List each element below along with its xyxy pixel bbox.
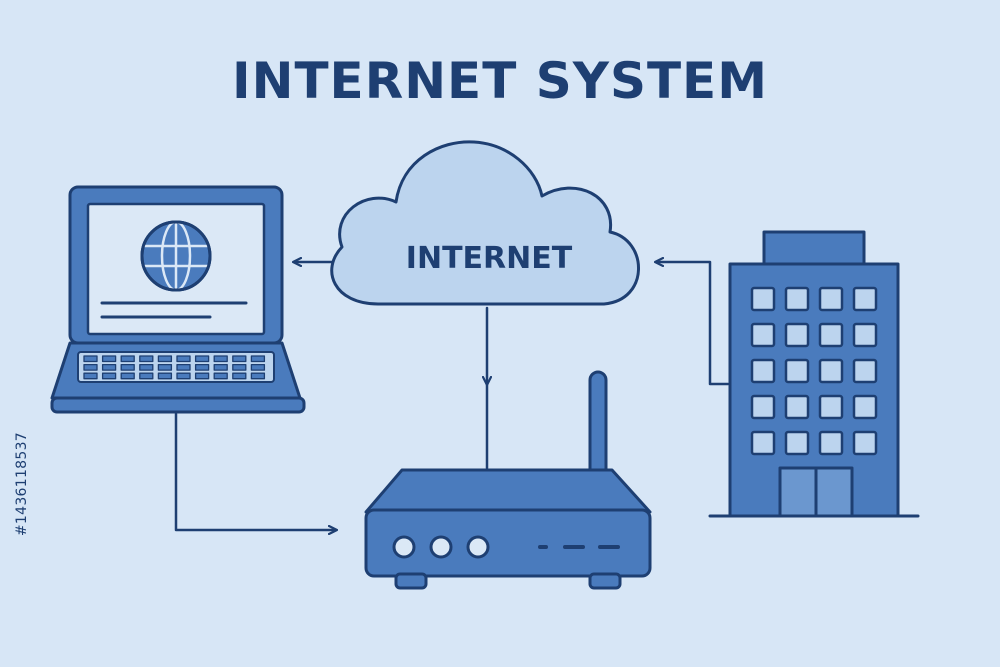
keyboard-key	[176, 363, 191, 371]
keyboard-key	[83, 372, 98, 380]
connector-building-to-cloud	[656, 262, 730, 386]
keyboard-key	[101, 363, 117, 371]
cloud-icon: INTERNET	[330, 140, 640, 306]
keyboard-key	[157, 372, 173, 380]
connector-laptop-to-router	[174, 412, 336, 530]
keyboard-key	[250, 363, 266, 371]
router-icon	[364, 370, 652, 590]
building-window	[750, 394, 776, 420]
building-window	[784, 286, 810, 312]
building-window	[818, 286, 844, 312]
keyboard-key	[176, 372, 191, 380]
building-window	[750, 322, 776, 348]
building-window	[852, 358, 878, 384]
building-window	[750, 430, 776, 456]
building-window	[818, 394, 844, 420]
globe-icon	[140, 220, 212, 292]
building-window	[852, 286, 878, 312]
keyboard-key	[232, 372, 247, 380]
keyboard-key	[139, 363, 154, 371]
office-building-icon	[708, 230, 920, 518]
keyboard-key	[194, 363, 210, 371]
keyboard-key	[139, 355, 154, 363]
building-window	[750, 286, 776, 312]
building-window	[784, 358, 810, 384]
keyboard-key	[120, 363, 135, 371]
connector-lines	[174, 262, 730, 530]
building-window	[784, 322, 810, 348]
building-window	[818, 322, 844, 348]
cloud-label: INTERNET	[406, 241, 573, 276]
keyboard-key	[120, 372, 135, 380]
stock-image-id: #1436118537	[14, 432, 30, 537]
building-window	[784, 394, 810, 420]
screen-text-lines	[100, 301, 248, 319]
keyboard-key	[213, 363, 228, 371]
keyboard-key	[250, 372, 266, 380]
keyboard-key	[232, 363, 247, 371]
keyboard-key	[120, 355, 135, 363]
diagram-title: INTERNET SYSTEM	[232, 52, 768, 110]
keyboard-key	[139, 372, 154, 380]
keyboard-key	[176, 355, 191, 363]
building-window	[852, 322, 878, 348]
building-window	[818, 430, 844, 456]
building-window	[784, 430, 810, 456]
building-window	[750, 358, 776, 384]
keyboard-key	[194, 372, 210, 380]
keyboard-key	[213, 355, 228, 363]
keyboard-key	[157, 363, 173, 371]
building-window	[818, 358, 844, 384]
keyboard-key	[83, 355, 98, 363]
keyboard-key	[232, 355, 247, 363]
keyboard-key	[157, 355, 173, 363]
keyboard-key	[213, 372, 228, 380]
keyboard-key	[101, 372, 117, 380]
building-window	[852, 430, 878, 456]
keyboard-key	[101, 355, 117, 363]
keyboard-key	[83, 363, 98, 371]
keyboard-key	[250, 355, 266, 363]
laptop-icon	[50, 185, 306, 414]
router-leds	[392, 535, 490, 559]
keyboard-key	[194, 355, 210, 363]
building-window	[852, 394, 878, 420]
